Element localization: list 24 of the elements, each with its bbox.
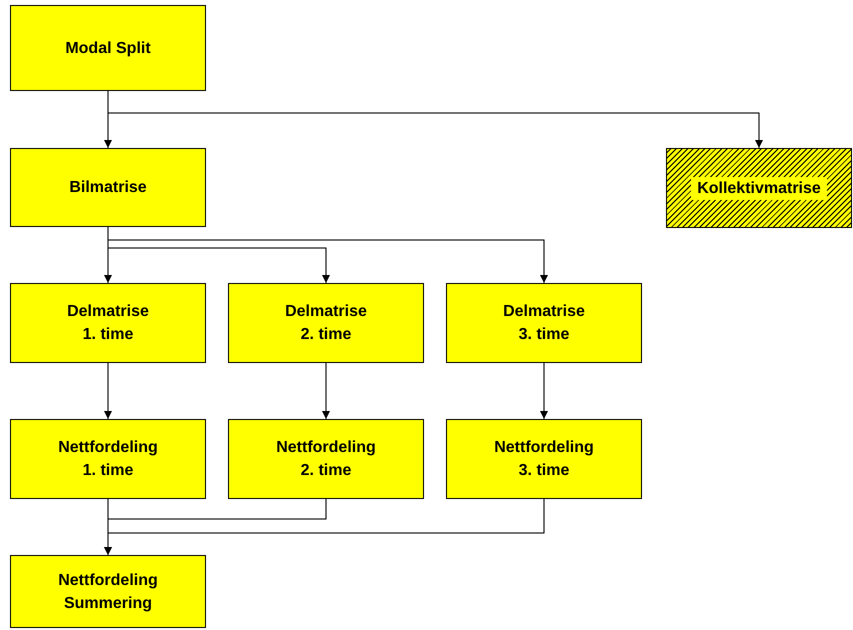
arrow [104, 498, 544, 556]
node-label: Nettfordeling 2. time [275, 438, 377, 481]
arrow [322, 362, 330, 420]
process-box [228, 419, 424, 499]
process-box [10, 555, 206, 628]
node-label: Bilmatrise [68, 178, 148, 198]
node-label: Delmatrise 2. time [284, 302, 368, 345]
arrow [540, 362, 548, 420]
node-label: Nettfordeling Summering [57, 570, 159, 614]
node-label: Kollektivmatrise [691, 176, 827, 200]
process-box [446, 283, 642, 363]
node-label: Modal Split [64, 38, 152, 58]
process-box [10, 5, 206, 91]
node-label: Nettfordeling 3. time [493, 438, 595, 481]
node-label: Delmatrise 1. time [66, 302, 150, 345]
arrow [104, 362, 112, 420]
process-box [10, 148, 206, 227]
hatched-process-box [666, 148, 852, 228]
node-label: Delmatrise 3. time [502, 302, 586, 345]
process-box [228, 283, 424, 363]
process-box [10, 283, 206, 363]
process-box [10, 419, 206, 499]
process-box [446, 419, 642, 499]
node-label: Nettfordeling 1. time [57, 438, 159, 481]
